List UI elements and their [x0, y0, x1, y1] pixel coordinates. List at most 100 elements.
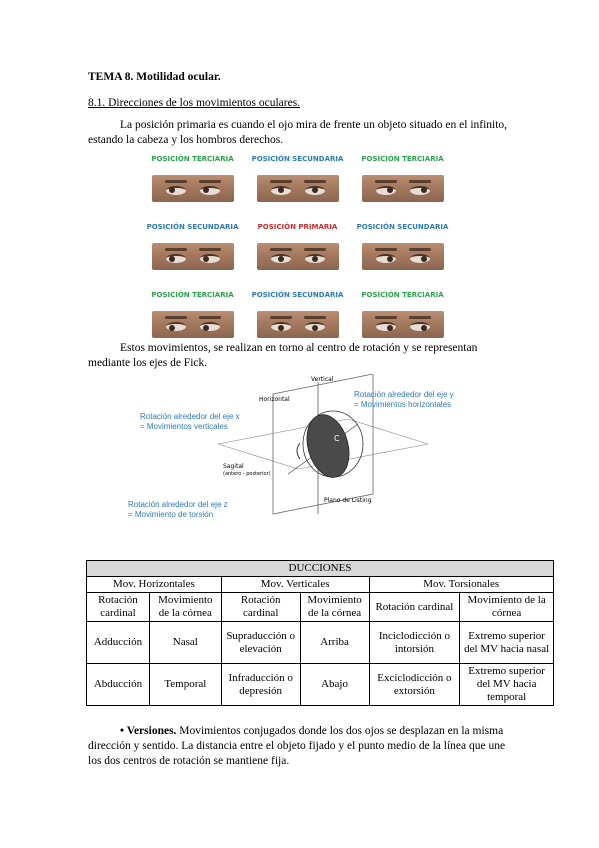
pupil: [169, 256, 175, 262]
eye-position-cell: POSICIÓN SECUNDARIA: [250, 155, 345, 202]
position-label: POSICIÓN TERCIARIA: [151, 155, 234, 163]
eyes-photo: [362, 243, 444, 270]
pupil: [421, 324, 427, 331]
position-label: POSICIÓN TERCIARIA: [151, 291, 234, 299]
eyes-photo: [152, 175, 234, 202]
eyebrow: [304, 316, 326, 319]
vertical-label: Vertical: [311, 376, 334, 383]
table-cell: Supraducción o elevación: [220, 621, 301, 664]
column-header: Movimiento de la córnea: [148, 592, 222, 622]
eye-icon: [166, 186, 186, 195]
group-header: Mov. Torsionales: [368, 576, 554, 593]
pupil: [278, 256, 284, 262]
eye-position-cell: POSICIÓN TERCIARIA: [355, 155, 450, 202]
pupil: [421, 256, 427, 262]
pupil: [203, 187, 209, 194]
eye-position-cell: POSICIÓN SECUNDARIA: [145, 223, 240, 270]
eyes-photo: [362, 311, 444, 338]
eyes-photo: [257, 175, 339, 202]
pupil: [387, 256, 393, 262]
eyebrow: [304, 180, 326, 183]
eyebrow: [165, 180, 187, 183]
eye-position-cell: POSICIÓN TERCIARIA: [355, 291, 450, 338]
eyes-photo: [152, 243, 234, 270]
paragraph-versions: • Versiones. Movimientos conjugados dond…: [88, 724, 508, 769]
eyebrow: [270, 248, 292, 251]
pupil: [169, 187, 175, 194]
position-label: POSICIÓN TERCIARIA: [361, 155, 444, 163]
eyes-photo: [152, 311, 234, 338]
eye-position-cell: POSICIÓN TERCIARIA: [145, 155, 240, 202]
eye-icon: [305, 186, 325, 195]
rot-x-label-1: Rotación alrededor del eje x: [140, 412, 240, 421]
column-header: Rotación cardinal: [220, 592, 301, 622]
eye-icon: [376, 322, 396, 331]
listing-plane: [272, 374, 374, 515]
eye-icon: [271, 254, 291, 263]
group-header: Mov. Verticales: [220, 576, 370, 593]
eyebrow: [165, 316, 187, 319]
position-label: POSICIÓN SECUNDARIA: [251, 291, 344, 299]
eye-position-cell: POSICIÓN TERCIARIA: [145, 291, 240, 338]
rot-x-label-2: = Movimientos verticales: [140, 422, 228, 431]
eyebrow: [165, 248, 187, 251]
eye-position-cell: POSICIÓN SECUNDARIA: [250, 291, 345, 338]
eyebrow: [199, 316, 221, 319]
sagital-sub-label: (antero - posterior): [223, 471, 271, 477]
eye-icon: [410, 254, 430, 263]
table-cell: Abajo: [299, 663, 370, 706]
rot-z-label-1: Rotación alrededor del eje z: [128, 500, 228, 509]
position-label: POSICIÓN PRIMARIA: [257, 223, 338, 231]
eyebrow: [199, 248, 221, 251]
section-heading: 8.1. Direcciones de los movimientos ocul…: [88, 97, 301, 109]
center-label: C: [334, 434, 340, 443]
column-header: Movimiento de la córnea: [459, 592, 554, 622]
eyebrow: [409, 248, 431, 251]
paragraph-fick-axes: Estos movimientos, se realizan en torno …: [88, 342, 478, 369]
eye-position-cell: POSICIÓN PRIMARIA: [250, 223, 345, 270]
horizontal-plane: [217, 418, 429, 470]
column-header: Rotación cardinal: [86, 592, 150, 622]
eyebrow: [409, 316, 431, 319]
table-cell: Abducción: [86, 663, 150, 706]
listing-label: Plano de Listing: [324, 497, 372, 504]
pupil: [278, 187, 284, 194]
torsion-arrow: [296, 442, 301, 460]
pupil: [169, 324, 175, 331]
eye-icon: [200, 254, 220, 263]
pupil: [387, 324, 393, 331]
sagital-label: Sagital: [223, 463, 244, 470]
eye-icon: [305, 322, 325, 331]
eye-icon: [376, 254, 396, 263]
pupil: [421, 187, 427, 194]
rot-y-label-1: Rotación alrededor del eje y: [354, 390, 454, 399]
table-title: DUCCIONES: [86, 560, 554, 577]
versions-label: • Versiones.: [120, 725, 177, 737]
pupil: [312, 324, 318, 331]
cornea-disc: [306, 414, 350, 478]
table-cell: Adducción: [86, 621, 150, 664]
table-cell: Infraducción o depresión: [220, 663, 301, 706]
position-label: POSICIÓN SECUNDARIA: [146, 223, 239, 231]
eye-icon: [166, 322, 186, 331]
eye-icon: [200, 186, 220, 195]
column-header: Movimiento de la córnea: [299, 592, 370, 622]
rot-y-label-2: = Movimientos horizontales: [354, 400, 451, 409]
eyebrow: [375, 248, 397, 251]
eyes-photo: [257, 311, 339, 338]
eye-icon: [376, 186, 396, 195]
fick-axes-diagram: C Vertical Horizontal Sagital (antero - …: [128, 374, 454, 519]
horizontal-label: Horizontal: [259, 396, 290, 403]
eye-icon: [410, 322, 430, 331]
eye-icon: [410, 186, 430, 195]
table-cell: Temporal: [148, 663, 222, 706]
eyebrow: [304, 248, 326, 251]
pupil: [203, 256, 209, 262]
table-cell: Extremo superior del MV hacia nasal: [459, 621, 554, 664]
eyes-photo: [362, 175, 444, 202]
table-cell: Arriba: [299, 621, 370, 664]
eye-position-cell: POSICIÓN SECUNDARIA: [355, 223, 450, 270]
eyebrow: [409, 180, 431, 183]
versions-text: Movimientos conjugados donde los dos ojo…: [88, 725, 506, 767]
